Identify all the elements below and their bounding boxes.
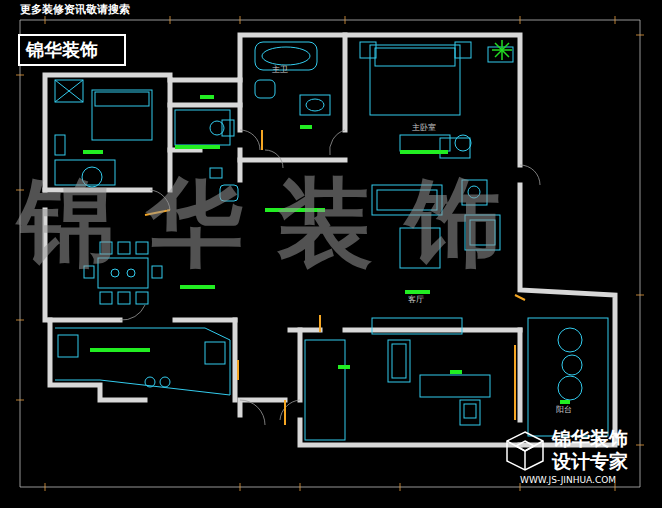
cube-logo xyxy=(507,432,543,470)
brand-name: 锦华装饰 xyxy=(552,428,628,449)
plant-symbol xyxy=(492,40,512,60)
website-url: WWW.JS-JINHUA.COM xyxy=(520,476,616,486)
logo-text: 锦华装饰 xyxy=(26,38,98,62)
watermark: 锦 华 装 饰 xyxy=(18,170,502,276)
dimension-lines xyxy=(16,16,644,491)
room-name: 主卧室 xyxy=(412,124,436,133)
room-name: 阳台 xyxy=(556,406,572,415)
header-note: 更多装修资讯敬请搜索 xyxy=(20,4,130,16)
room-name: 主卫 xyxy=(272,66,288,75)
brand-slogan: 设计专家 xyxy=(552,451,628,472)
logo-box: 锦华装饰 xyxy=(18,34,126,66)
room-name: 客厅 xyxy=(408,296,424,305)
